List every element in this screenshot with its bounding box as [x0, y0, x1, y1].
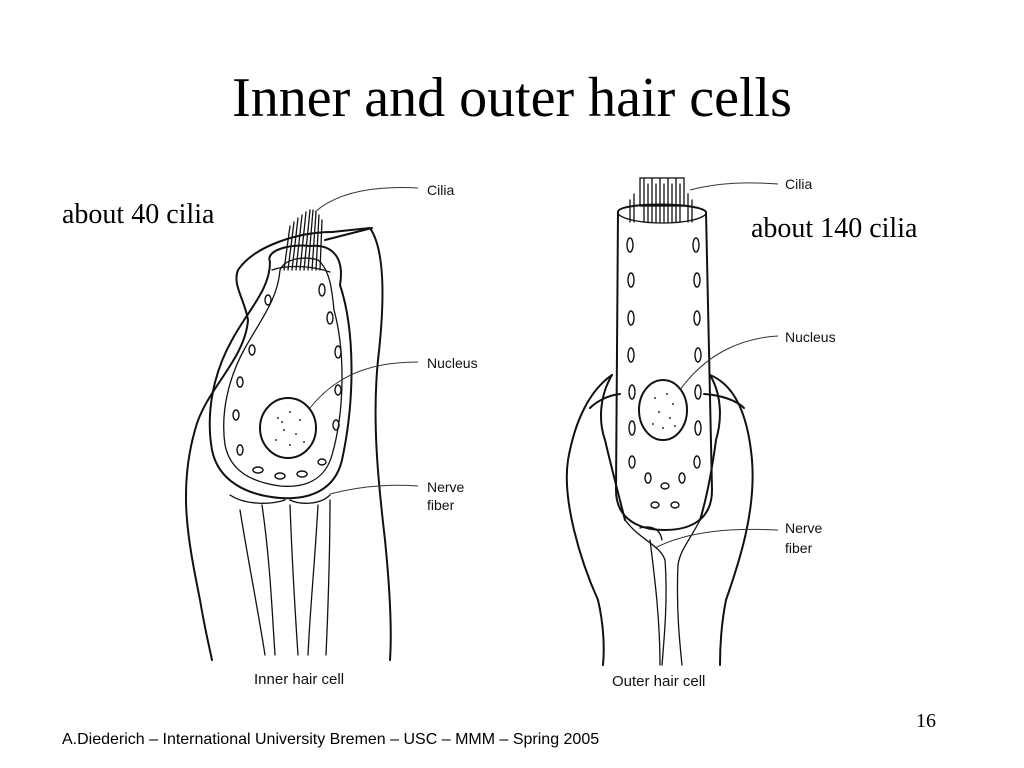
inner-nucleus [259, 397, 317, 459]
inner-nucleus-label: Nucleus [427, 355, 478, 371]
inner-nerve-label-line1: Nerve [427, 479, 465, 495]
inner-support-outline-right [331, 227, 392, 661]
outer-cell-body [615, 203, 713, 531]
outer-support-left [565, 374, 613, 666]
inner-cilia-label: Cilia [427, 182, 454, 198]
inner-cell-membrane-inner [223, 257, 343, 487]
outer-reticular-right [703, 393, 745, 409]
inner-support-outline-left [184, 231, 333, 661]
outer-nucleus-leader [679, 335, 779, 391]
inner-nerve-fibers [229, 494, 331, 656]
outer-reticular-left [589, 393, 621, 409]
page-number: 16 [916, 710, 936, 732]
inner-nerve-label-line2: fiber [427, 497, 455, 513]
outer-support-base [624, 519, 667, 666]
outer-cell-top [617, 213, 707, 224]
outer-support-right [709, 374, 754, 666]
inner-cell-membrane-outer [208, 244, 353, 500]
slide-footer: A.Diederich – International University B… [62, 731, 600, 748]
outer-nucleus-label: Nucleus [785, 329, 836, 345]
inner-nerve-leader [329, 484, 419, 495]
outer-hair-cell-drawing: Cilia Nucleus Nerve fiber Outer hair cel… [565, 176, 836, 690]
outer-nerve-leader [654, 528, 779, 549]
outer-nerve-label-line2: fiber [785, 540, 813, 556]
outer-organelles [626, 237, 702, 509]
outer-cell-caption: Outer hair cell [612, 673, 705, 690]
outer-cilia-leader [689, 182, 779, 191]
inner-cilia-note: about 40 cilia [62, 199, 215, 230]
outer-nucleus-stipple [652, 393, 676, 429]
inner-cell-caption: Inner hair cell [254, 671, 344, 688]
inner-cilia-bundle [283, 209, 323, 271]
inner-hair-cell-drawing: Cilia Nucleus Nerve fiber Inner hair cel… [184, 182, 478, 688]
inner-reticular-top [324, 227, 373, 241]
slide-title: Inner and outer hair cells [232, 67, 792, 129]
outer-nerve-fiber [639, 526, 663, 541]
outer-cilia-note: about 140 cilia [751, 213, 918, 244]
inner-cilia-leader [314, 187, 419, 213]
outer-support-inner-left [600, 374, 626, 521]
inner-nucleus-stipple [275, 411, 305, 446]
outer-cilia-label: Cilia [785, 176, 812, 192]
outer-cilia-bundle [629, 177, 693, 223]
inner-nucleus-leader [309, 361, 419, 409]
outer-nucleus [638, 379, 688, 441]
inner-cuticular-plate [271, 265, 331, 273]
inner-organelles [232, 283, 342, 480]
outer-nerve-label-line1: Nerve [785, 520, 823, 536]
